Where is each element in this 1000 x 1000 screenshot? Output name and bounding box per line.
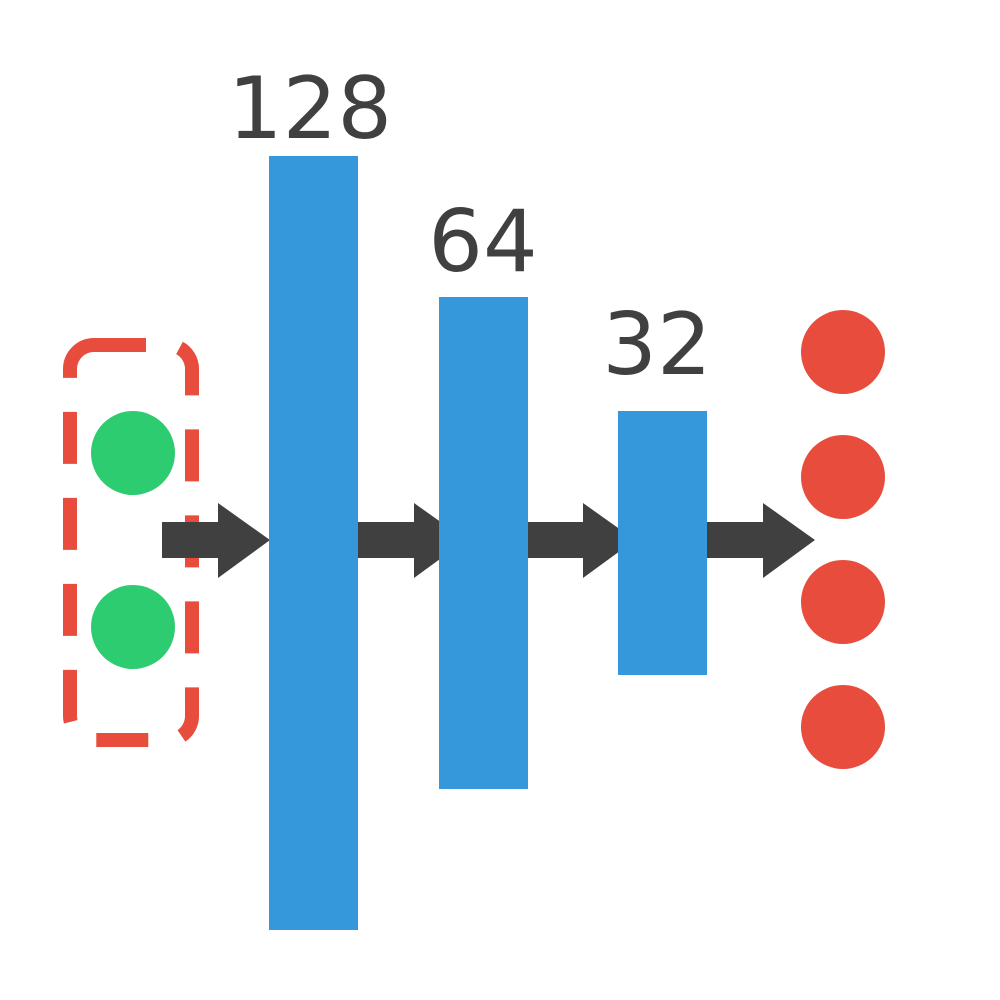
hidden-layer-1-label: 128	[228, 59, 392, 159]
output-node-2	[801, 435, 885, 519]
output-node-3	[801, 560, 885, 644]
hidden-layer-3-label: 32	[602, 295, 711, 395]
hidden-layer-3	[618, 411, 707, 675]
output-node-1	[801, 310, 885, 394]
hidden-layer-2-label: 64	[428, 192, 537, 292]
hidden-layer-1	[269, 156, 358, 930]
arrow-layer-2-to-layer-3	[527, 503, 635, 578]
output-node-4	[801, 685, 885, 769]
hidden-layer-2	[439, 297, 528, 789]
arrow-input-to-layer-1	[162, 503, 270, 578]
arrow-layer-3-to-output	[707, 503, 815, 578]
input-node-2	[91, 585, 175, 669]
input-node-1	[91, 411, 175, 495]
